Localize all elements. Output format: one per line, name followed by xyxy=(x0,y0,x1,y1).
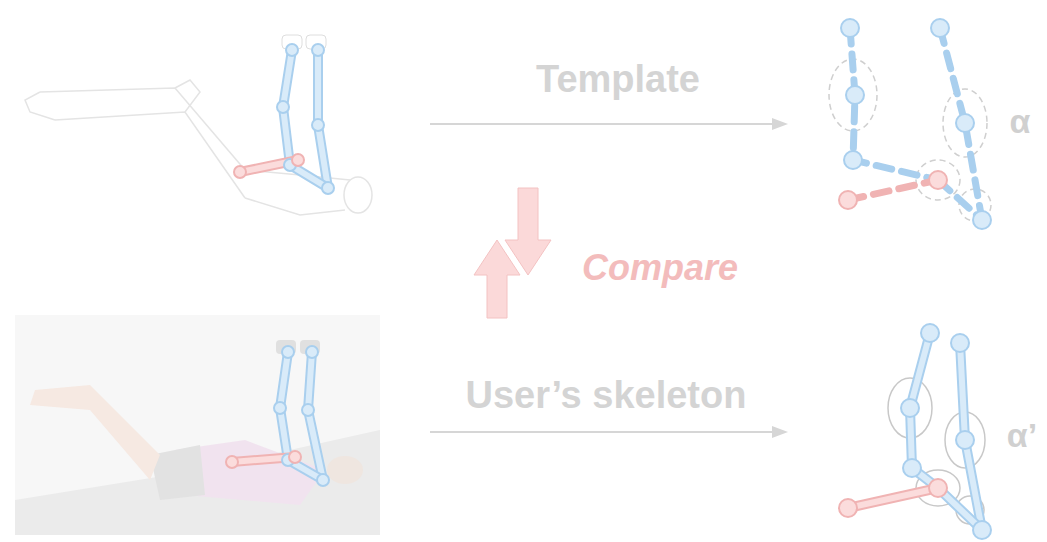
joint xyxy=(973,521,991,539)
photo-ground xyxy=(15,315,380,535)
joint xyxy=(956,431,974,449)
joint xyxy=(929,479,947,497)
joint xyxy=(312,119,324,131)
joint xyxy=(277,101,289,113)
template-pose-overlay xyxy=(234,44,334,194)
user-skeleton xyxy=(839,324,991,539)
step-label: User’s skeleton xyxy=(466,375,747,417)
template-illustration xyxy=(15,15,380,230)
hip xyxy=(848,488,938,508)
head xyxy=(327,456,363,484)
joint xyxy=(292,154,304,166)
joint xyxy=(929,171,947,189)
joint xyxy=(921,324,939,342)
hip-fill xyxy=(848,488,938,508)
joint xyxy=(286,44,298,56)
user-photo xyxy=(15,315,380,535)
step-label: Template xyxy=(536,59,700,101)
joint xyxy=(274,402,286,414)
joint xyxy=(846,86,864,104)
joint xyxy=(322,182,334,194)
joint xyxy=(302,404,314,416)
user-pose-overlay xyxy=(226,346,329,486)
mat xyxy=(15,430,380,535)
joint xyxy=(931,19,949,37)
template-skeleton xyxy=(829,19,991,229)
joint xyxy=(289,451,301,463)
joint xyxy=(839,191,857,209)
legs xyxy=(30,385,160,480)
arrow-head xyxy=(772,426,788,438)
bone-dashed xyxy=(850,28,938,180)
joint xyxy=(282,346,294,358)
joint xyxy=(317,474,329,486)
figure-outline xyxy=(40,88,245,170)
figure-outline xyxy=(55,112,245,198)
compare-label: Compare xyxy=(582,248,738,288)
angle-symbol: α xyxy=(1010,103,1031,140)
figure-outline xyxy=(245,198,345,215)
figure-outline xyxy=(25,92,55,120)
joint xyxy=(901,399,919,417)
joint xyxy=(844,151,862,169)
arrow-line xyxy=(430,431,775,433)
joint xyxy=(839,499,857,517)
joint xyxy=(951,334,969,352)
hip-dashed xyxy=(848,180,938,200)
panel xyxy=(15,15,380,230)
hip-fill xyxy=(240,160,298,172)
arrow-line xyxy=(430,123,775,125)
joint xyxy=(903,459,921,477)
figure-head xyxy=(344,177,372,213)
figure-outline xyxy=(175,80,200,112)
arrow-head xyxy=(772,118,788,130)
hip xyxy=(240,160,298,172)
joint xyxy=(841,19,859,37)
joint xyxy=(312,44,324,56)
joint xyxy=(234,166,246,178)
angle-arc xyxy=(943,89,987,157)
joint xyxy=(973,211,991,229)
joint xyxy=(306,346,318,358)
angle-symbol: α’ xyxy=(1007,417,1037,454)
joint xyxy=(226,456,238,468)
up-arrow xyxy=(474,240,520,318)
joint xyxy=(956,114,974,132)
